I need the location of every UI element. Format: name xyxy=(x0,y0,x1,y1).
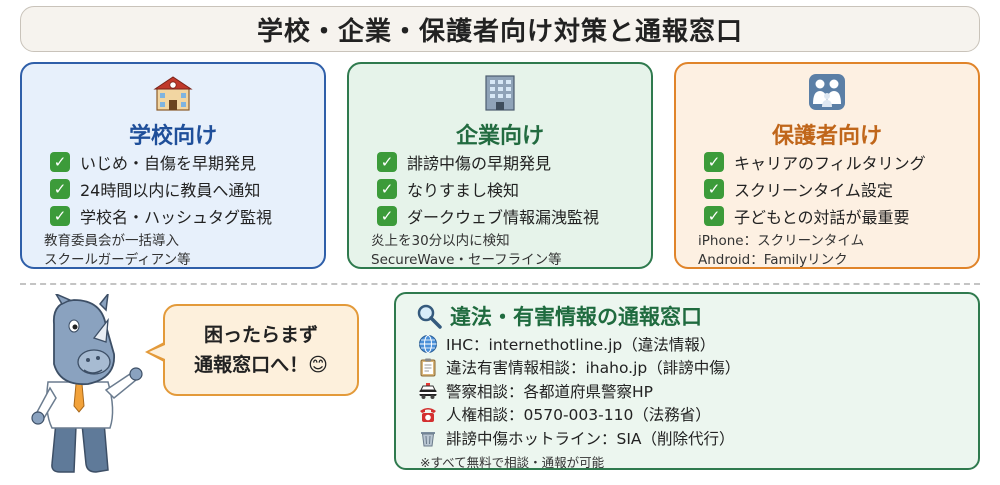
contact-text: 違法有害情報相談：ihaho.jp（誹謗中傷） xyxy=(446,359,741,378)
item-label: なりすまし検知 xyxy=(407,180,520,200)
feature-list: ✓ キャリアのフィルタリング ✓ スクリーンタイム設定 ✓ 子どもとの対話が最重要 xyxy=(704,148,926,229)
contact-list: IHC：internethotline.jp（違法情報） 違法有害情報相談：ih… xyxy=(418,332,740,450)
card-note: iPhone：スクリーンタイム Android：Familyリンク xyxy=(698,232,864,270)
list-item: ✓ 学校名・ハッシュタグ監視 xyxy=(50,202,272,229)
family-icon xyxy=(809,74,845,110)
item-label: キャリアのフィルタリング xyxy=(734,153,926,173)
speech-bubble: 困ったらまず 通報窓口へ！😊 xyxy=(163,304,359,396)
report-note: ※すべて無料で相談・通報が可能 xyxy=(420,455,605,470)
globe-icon xyxy=(419,334,437,353)
list-item: ✓ スクリーンタイム設定 xyxy=(704,175,926,202)
item-label: 学校名・ハッシュタグ監視 xyxy=(80,207,273,227)
item-label: 子どもとの対話が最重要 xyxy=(734,207,910,227)
list-item: IHC：internethotline.jp（違法情報） xyxy=(418,332,740,356)
item-label: スクリーンタイム設定 xyxy=(734,180,893,200)
list-item: 警察相談：各都道府県警察HP xyxy=(418,379,740,403)
police-car-icon xyxy=(419,382,437,399)
list-item: ✓ 誹謗中傷の早期発見 xyxy=(377,148,599,175)
magnifier-icon xyxy=(417,304,442,329)
clipboard-icon xyxy=(420,358,436,377)
office-building-icon xyxy=(485,75,515,111)
trash-icon xyxy=(421,431,435,447)
list-item: ✓ なりすまし検知 xyxy=(377,175,599,202)
list-item: ✓ キャリアのフィルタリング xyxy=(704,148,926,175)
check-icon: ✓ xyxy=(50,205,70,226)
item-label: 24時間以内に教員へ通知 xyxy=(80,180,261,200)
list-item: 違法有害情報相談：ihaho.jp（誹謗中傷） xyxy=(418,356,740,380)
bubble-line: 困ったらまず xyxy=(203,324,318,346)
school-card: 学校向け ✓ いじめ・自傷を早期発見 ✓ 24時間以内に教員へ通知 ✓ 学校名・ハッシ… xyxy=(20,62,326,269)
contact-text: IHC：internethotline.jp（違法情報） xyxy=(446,335,716,354)
parent-card: 保護者向け ✓ キャリアのフィルタリング ✓ スクリーンタイム設定 ✓ 子どもとの対話… xyxy=(674,62,980,269)
note-line: SecureWave・セーフライン等 xyxy=(371,252,562,268)
bubble-line: 通報窓口へ！😊 xyxy=(194,354,328,376)
note-line: iPhone：スクリーンタイム xyxy=(698,233,865,249)
feature-list: ✓ 誹謗中傷の早期発見 ✓ なりすまし検知 ✓ ダークウェブ情報漏洩監視 xyxy=(377,148,599,229)
bubble-tail-fill xyxy=(149,345,165,359)
check-icon: ✓ xyxy=(704,151,724,172)
note-line: スクールガーディアン等 xyxy=(44,252,191,268)
feature-list: ✓ いじめ・自傷を早期発見 ✓ 24時間以内に教員へ通知 ✓ 学校名・ハッシュタグ監視 xyxy=(50,148,272,229)
check-icon: ✓ xyxy=(704,178,724,199)
item-label: いじめ・自傷を早期発見 xyxy=(80,153,257,173)
rhino-mascot-illustration xyxy=(31,294,143,473)
report-contacts-panel: 違法・有害情報の通報窓口 IHC：internethotline.jp（違法情報… xyxy=(394,292,980,470)
school-building-icon xyxy=(153,76,193,111)
check-icon: ✓ xyxy=(50,151,70,172)
company-card: 企業向け ✓ 誹謗中傷の早期発見 ✓ なりすまし検知 ✓ ダークウェブ情報漏洩監視 炎… xyxy=(347,62,653,269)
card-title: 学校向け xyxy=(128,124,217,149)
card-title: 保護者向け xyxy=(771,124,882,149)
item-label: 誹謗中傷の早期発見 xyxy=(407,153,552,173)
card-note: 炎上を30分以内に検知 SecureWave・セーフライン等 xyxy=(371,232,562,270)
list-item: ✓ 子どもとの対話が最重要 xyxy=(704,202,926,229)
check-icon: ✓ xyxy=(704,205,724,226)
list-item: 人権相談：0570-003-110（法務省） xyxy=(418,403,740,427)
report-title-text: 違法・有害情報の通報窓口 xyxy=(450,305,702,329)
contact-text: 人権相談：0570-003-110（法務省） xyxy=(446,406,711,425)
item-label: ダークウェブ情報漏洩監視 xyxy=(407,207,600,227)
check-icon: ✓ xyxy=(377,151,397,172)
note-line: 炎上を30分以内に検知 xyxy=(371,233,510,249)
check-icon: ✓ xyxy=(377,205,397,226)
note-line: 教育委員会が一括導入 xyxy=(44,233,179,249)
list-item: 誹謗中傷ホットライン：SIA（削除代行） xyxy=(418,426,740,450)
section-divider xyxy=(20,283,980,285)
card-note: 教育委員会が一括導入 スクールガーディアン等 xyxy=(44,232,191,270)
list-item: ✓ いじめ・自傷を早期発見 xyxy=(50,148,272,175)
card-title: 企業向け xyxy=(455,124,544,149)
contact-text: 誹謗中傷ホットライン：SIA（削除代行） xyxy=(446,429,735,448)
list-item: ✓ 24時間以内に教員へ通知 xyxy=(50,175,272,202)
check-icon: ✓ xyxy=(377,178,397,199)
check-icon: ✓ xyxy=(50,178,70,199)
report-title: 違法・有害情報の通報窓口 xyxy=(416,301,702,331)
note-line: Android：Familyリンク xyxy=(698,252,848,268)
page-title: 学校・企業・保護者向け対策と通報窓口 xyxy=(20,6,980,52)
contact-text: 警察相談：各都道府県警察HP xyxy=(446,382,654,401)
list-item: ✓ ダークウェブ情報漏洩監視 xyxy=(377,202,599,229)
telephone-icon xyxy=(420,408,436,423)
